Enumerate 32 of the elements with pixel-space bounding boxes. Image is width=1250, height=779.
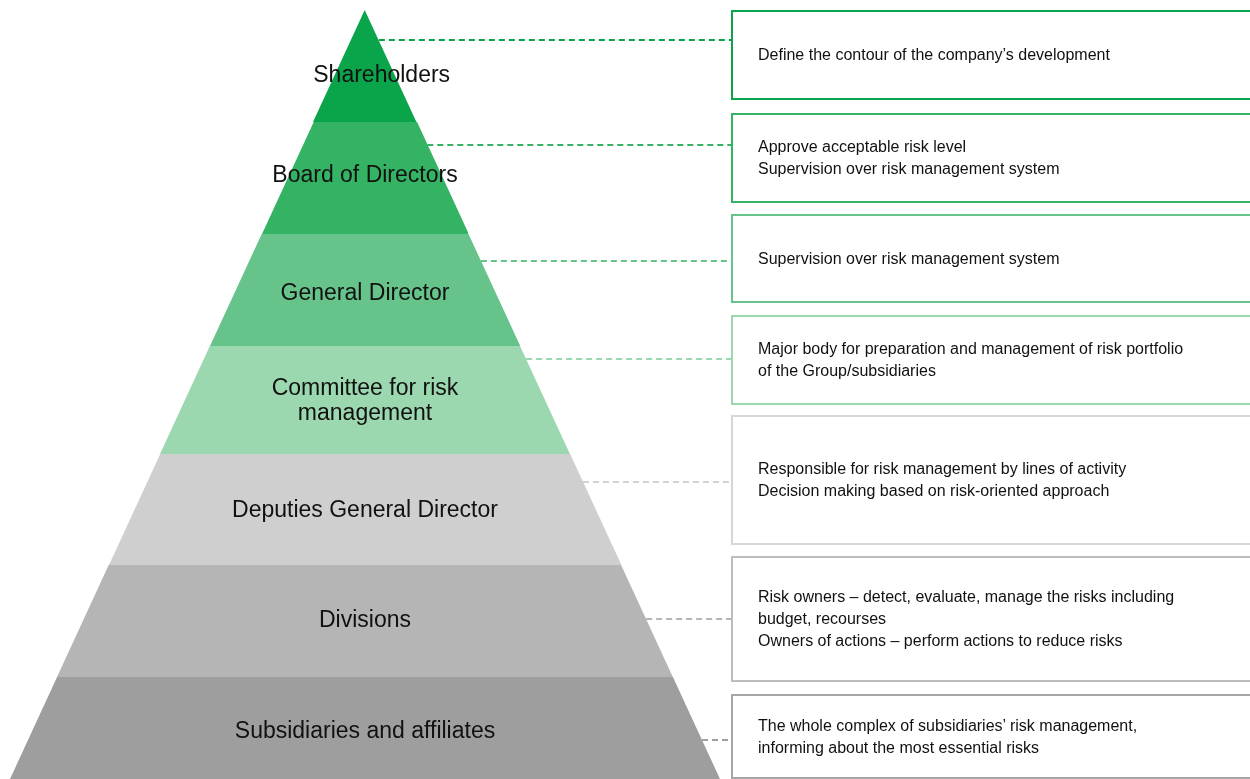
leader-line xyxy=(645,618,732,620)
description-text: Supervision over risk management system xyxy=(758,159,1061,179)
description-text: Decision making based on risk-oriented approach xyxy=(758,481,1111,501)
description-box xyxy=(731,556,1250,682)
layer-label: Committee for risk management xyxy=(270,375,460,425)
description-text: Owners of actions – perform actions to reduce risks xyxy=(758,631,1124,651)
description-box xyxy=(731,315,1250,405)
pyramid-layer xyxy=(160,346,570,454)
description-text: Supervision over risk management system xyxy=(758,248,1061,269)
description-box xyxy=(731,214,1250,303)
description-text: The whole complex of subsidiaries’ risk management, informing about the most essential risks xyxy=(758,715,1139,758)
description-box xyxy=(731,113,1250,203)
pyramid-layer xyxy=(10,677,720,779)
pyramid-layer xyxy=(57,565,673,677)
description-text: Approve acceptable risk level xyxy=(758,137,968,157)
leader-line xyxy=(525,358,732,360)
layer-label: General Director xyxy=(280,280,450,305)
pyramid-layer xyxy=(209,234,521,346)
description-text: Responsible for risk management by lines of activity xyxy=(758,459,1128,479)
layer-label: Divisions xyxy=(318,607,411,632)
description-box xyxy=(731,694,1250,779)
pyramid-layer xyxy=(108,454,622,565)
description-text: Major body for preparation and management of risk portfolio of the Group/subsidiaries xyxy=(758,339,1185,381)
description-text: Define the contour of the company’s development xyxy=(758,45,1111,65)
layer-label: Subsidiaries and affiliates xyxy=(234,718,496,743)
description-box xyxy=(731,415,1250,545)
layer-label: Deputies General Director xyxy=(232,497,498,522)
description-text: Risk owners – detect, evaluate, manage the risks including budget, recourses xyxy=(758,587,1176,629)
leader-line xyxy=(377,39,732,41)
leader-line xyxy=(581,481,732,483)
description-box xyxy=(731,10,1250,100)
leader-line xyxy=(426,144,732,146)
